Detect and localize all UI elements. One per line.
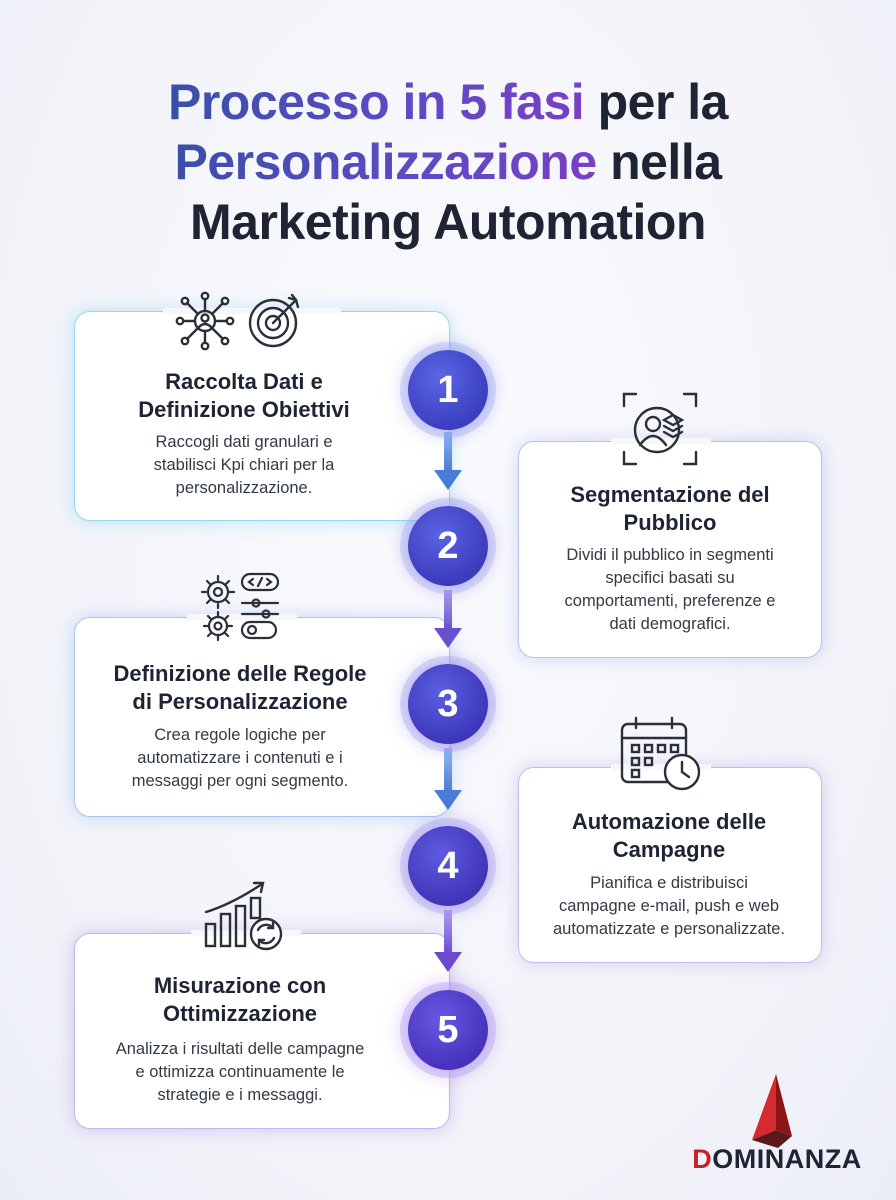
step-1-description-line: stabilisci Kpi chiari per la (153, 456, 335, 474)
step-3-heading-line: Definizione delle Regole (113, 661, 367, 686)
target-icon (248, 293, 300, 348)
step-4-description-line: automatizzate e personalizzate. (552, 920, 786, 938)
brand-initial: D (692, 1144, 713, 1174)
step-4-description-line: campagne e-mail, push e web (558, 897, 780, 915)
title-highlight-1: Processo in 5 fasi (167, 74, 585, 130)
arrow-down-icon (434, 432, 462, 490)
step-5-description-line: e ottimizza continuamente le (135, 1063, 345, 1081)
step-5-heading-line: Misurazione con (153, 973, 327, 998)
step-2-description-line: Dividi il pubblico in segmenti (566, 546, 774, 564)
step-2-description-line: comportamenti, preferenze e (564, 592, 776, 610)
step-3-heading-line: di Personalizzazione (132, 689, 348, 714)
step-2-heading-line: Pubblico (623, 510, 717, 535)
step-card-3 (74, 614, 450, 817)
dominanza-logo-icon (752, 1074, 792, 1148)
step-5-description-line: strategie e i messaggi. (157, 1086, 323, 1104)
step-2-heading: Segmentazione del Pubblico (518, 481, 822, 537)
step-5-heading-line: Ottimizzazione (162, 1001, 317, 1026)
step-3-description: Crea regole logiche per automatizzare i … (80, 724, 400, 793)
audience-segment-icon (622, 392, 698, 466)
brand-name: DOMINANZA (686, 1144, 868, 1175)
title-highlight-2: Personalizzazione (174, 134, 597, 190)
step-1-heading: Raccolta Dati e Definizione Obiettivi (84, 368, 404, 424)
step-2-number: 2 (408, 506, 488, 586)
step-1-description-line: Raccogli dati granulari e (155, 433, 333, 451)
step-3-description-line: Crea regole logiche per (154, 726, 326, 744)
step-1-heading-line: Definizione Obiettivi (138, 397, 350, 422)
step-4-number: 4 (408, 826, 488, 906)
arrow-down-icon (434, 590, 462, 648)
card-border-gap (611, 764, 711, 770)
title-line-3: Marketing Automation (190, 194, 706, 250)
step-3-number: 3 (408, 664, 488, 744)
title-rest-1: per la (597, 74, 729, 130)
step-4-description-line: Pianifica e distribuisci (590, 874, 748, 892)
arrow-down-icon (434, 910, 462, 972)
title-rest-2: nella (610, 134, 722, 190)
step-card-2 (518, 438, 822, 658)
step-1-description: Raccogli dati granulari e stabilisci Kpi… (84, 431, 404, 500)
step-2-description-line: specifici basati su (605, 569, 735, 587)
step-5-number: 5 (408, 990, 488, 1070)
step-3-description-line: messaggi per ogni segmento. (131, 772, 349, 790)
step-card-4 (518, 764, 822, 963)
step-1-heading-line: Raccolta Dati e (165, 369, 323, 394)
step-1-description-line: personalizzazione. (175, 479, 313, 497)
step-2-heading-line: Segmentazione del (570, 482, 770, 507)
growth-chart-refresh-icon (204, 881, 283, 951)
step-4-heading-line: Automazione delle (571, 809, 767, 834)
step-4-description: Pianifica e distribuisci campagne e-mail… (514, 872, 824, 941)
arrow-down-icon (434, 748, 462, 810)
card-border-gap (187, 614, 297, 620)
step-5-description: Analizza i risultati delle campagne e ot… (78, 1038, 402, 1107)
step-5-description-line: Analizza i risultati delle campagne (115, 1040, 365, 1058)
step-2-description-line: dati demografici. (609, 615, 731, 633)
step-5-heading: Misurazione con Ottimizzazione (80, 972, 400, 1028)
brand-rest: OMINANZA (712, 1144, 862, 1174)
step-4-heading-line: Campagne (612, 837, 726, 862)
gears-code-icon (200, 572, 280, 642)
page-title: Processo in 5 fasi per la Personalizzazi… (0, 72, 896, 252)
step-1-number: 1 (408, 350, 488, 430)
step-4-heading: Automazione delle Campagne (514, 808, 824, 864)
step-3-heading: Definizione delle Regole di Personalizza… (80, 660, 400, 716)
network-user-icon (175, 291, 235, 351)
calendar-clock-icon (620, 716, 701, 791)
step-3-description-line: automatizzare i contenuti e i (137, 749, 343, 767)
step-2-description: Dividi il pubblico in segmenti specifici… (518, 544, 822, 636)
